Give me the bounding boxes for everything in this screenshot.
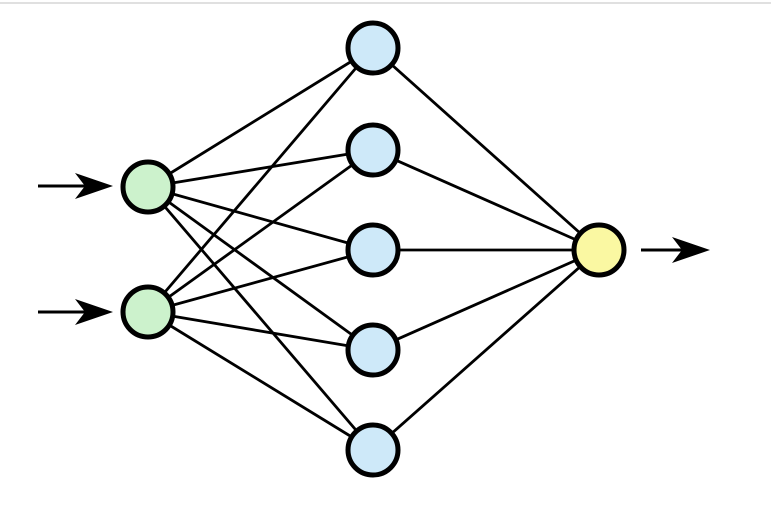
edges-group [146, 46, 600, 452]
edge-i1-h4 [147, 185, 374, 352]
edge-h1-o1 [372, 46, 600, 252]
top-border [0, 2, 771, 4]
edge-i1-h1 [147, 46, 374, 189]
hidden-node-4 [345, 322, 401, 378]
edge-i1-h3 [147, 185, 374, 252]
hidden-node-1 [345, 20, 401, 76]
edge-i2-h1 [146, 47, 375, 313]
output-arrow-head [672, 237, 710, 263]
edge-h5-o1 [372, 248, 600, 452]
edge-i2-h3 [147, 248, 374, 314]
nodes-group [120, 20, 627, 478]
input-node-1 [120, 159, 176, 215]
hidden-node-3 [345, 222, 401, 278]
input-arrow-2 [38, 299, 113, 325]
edge-i2-h4 [147, 310, 374, 352]
input-arrow-1 [38, 173, 113, 199]
edge-i1-h5 [146, 186, 375, 451]
input-node-2 [120, 284, 176, 340]
edge-h4-o1 [372, 248, 600, 352]
edge-i2-h2 [147, 148, 374, 314]
hidden-node-5 [345, 422, 401, 478]
hidden-node-2 [345, 122, 401, 178]
edge-i1-h2 [147, 148, 374, 189]
edge-h2-o1 [372, 148, 600, 252]
output-arrow [641, 237, 710, 263]
input-arrow-2-head [75, 299, 113, 325]
arrows-group [38, 173, 710, 325]
input-arrow-1-head [75, 173, 113, 199]
output-node-1 [571, 222, 627, 278]
edge-i2-h5 [147, 310, 374, 452]
